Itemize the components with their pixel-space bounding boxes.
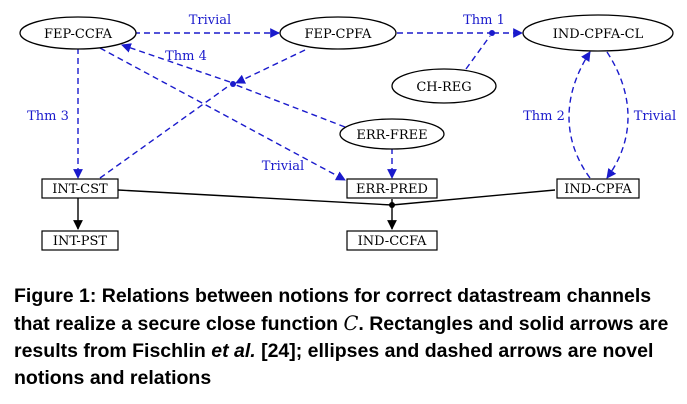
svg-text:CH-REG: CH-REG bbox=[416, 80, 471, 95]
svg-text:INT-CST: INT-CST bbox=[52, 182, 108, 197]
label-thm1: Thm 1 bbox=[463, 13, 505, 28]
svg-text:ERR-FREE: ERR-FREE bbox=[356, 128, 427, 143]
label-thm3: Thm 3 bbox=[27, 109, 69, 124]
node-err-free: ERR-FREE bbox=[339, 118, 445, 150]
node-int-pst: INT-PST bbox=[41, 230, 119, 251]
junction-dot-thm4 bbox=[230, 81, 236, 87]
junction-dot-ind-ccfa bbox=[389, 202, 395, 208]
edge-fep-ccfa-to-err-pred bbox=[99, 47, 346, 181]
node-ind-cpfa-cl: IND-CPFA-CL bbox=[522, 14, 674, 52]
edge-ch-reg-to-junction1 bbox=[465, 35, 491, 70]
caption-part-2: . Rectangles and solid arrows are result… bbox=[14, 313, 669, 362]
caption-part-3: [24]; ellipses and dashed arrows are nov… bbox=[14, 340, 654, 389]
svg-text:FEP-CPFA: FEP-CPFA bbox=[305, 27, 373, 42]
svg-text:IND-CPFA-CL: IND-CPFA-CL bbox=[553, 27, 644, 42]
relations-diagram: FEP-CCFA FEP-CPFA IND-CPFA-CL CH-REG ERR… bbox=[19, 13, 676, 251]
junction-dot-thm1 bbox=[489, 30, 495, 36]
caption-symbol-c: C bbox=[343, 312, 359, 335]
node-err-pred: ERR-PRED bbox=[346, 178, 438, 199]
caption-part-1: Figure 1: Relations between notions for … bbox=[14, 285, 652, 335]
node-fep-ccfa: FEP-CCFA bbox=[19, 16, 137, 50]
edge-err-free-to-junction4 bbox=[235, 84, 346, 128]
node-ch-reg: CH-REG bbox=[391, 68, 497, 104]
svg-text:INT-PST: INT-PST bbox=[53, 234, 108, 249]
edge-int-cst-to-ind-ccfa bbox=[117, 189, 393, 206]
edge-fep-cpfa-to-junction4 bbox=[235, 49, 306, 84]
svg-text:IND-CCFA: IND-CCFA bbox=[358, 234, 427, 249]
svg-text:IND-CPFA: IND-CPFA bbox=[564, 182, 632, 197]
edge-ind-cpfa-to-ind-cpfa-cl bbox=[568, 51, 591, 179]
node-int-cst: INT-CST bbox=[41, 178, 119, 199]
node-ind-cpfa: IND-CPFA bbox=[556, 178, 640, 199]
label-trivial-right: Trivial bbox=[634, 109, 676, 124]
svg-text:ERR-PRED: ERR-PRED bbox=[356, 182, 428, 197]
figure-caption: Figure 1: Relations between notions for … bbox=[14, 283, 684, 392]
label-thm2: Thm 2 bbox=[523, 109, 565, 124]
label-trivial-top: Trivial bbox=[189, 13, 231, 28]
label-thm4: Thm 4 bbox=[165, 49, 207, 64]
caption-et-al: et al. bbox=[211, 340, 256, 362]
node-ind-ccfa: IND-CCFA bbox=[346, 230, 438, 251]
node-fep-cpfa: FEP-CPFA bbox=[279, 16, 397, 50]
svg-text:FEP-CCFA: FEP-CCFA bbox=[44, 27, 113, 42]
edge-junction4-to-fep-ccfa bbox=[121, 43, 231, 83]
label-trivial-mid: Trivial bbox=[262, 159, 304, 174]
novel-edges bbox=[73, 28, 629, 181]
edge-ind-cpfa-cl-to-ind-cpfa bbox=[606, 51, 629, 179]
existing-edges bbox=[73, 189, 556, 230]
edge-ind-cpfa-to-ind-ccfa bbox=[391, 189, 556, 206]
edge-int-cst-to-junction4 bbox=[99, 84, 231, 179]
